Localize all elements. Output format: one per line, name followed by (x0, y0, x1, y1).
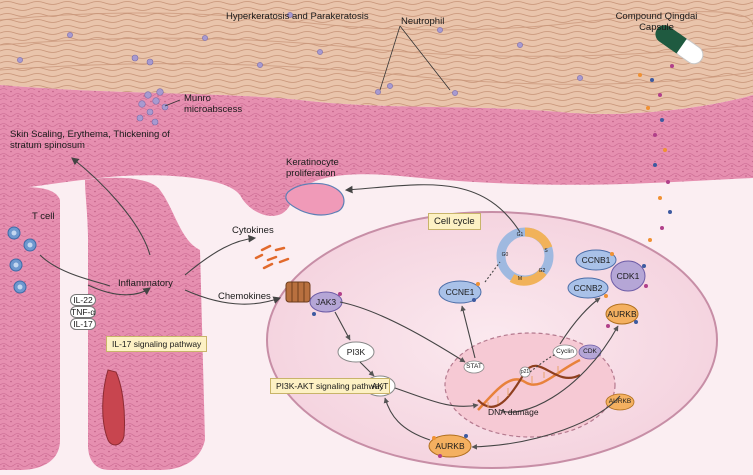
cytokines-label: Cytokines (232, 225, 274, 236)
cdk-label: CDK (583, 348, 597, 355)
il17-pathway-box: IL-17 signaling pathway (106, 336, 208, 352)
ccnb1-label: CCNB1 (581, 255, 611, 265)
akt-label: AKT (371, 381, 389, 391)
munro-label: Munro microabscess (184, 93, 243, 115)
ccne1-node (438, 280, 482, 304)
cell-cycle-wheel (496, 227, 554, 286)
hyperkeratosis-label: Hyperkeratosis and Parakeratosis (226, 11, 369, 22)
phase-g2-label: G2 (538, 268, 546, 274)
pi3k-node (337, 341, 375, 363)
phospho-dots (312, 252, 648, 458)
phase-s-label: S (544, 248, 548, 254)
inflammatory-label: Inflammatory (118, 278, 173, 289)
tnf-pill: TNF-α (70, 306, 96, 318)
receptor-icon (285, 281, 311, 303)
aurkb-bottom-node (428, 434, 472, 458)
dna-damage-label: DNA damage (488, 407, 539, 417)
neutrophil-label: Neutrophil (401, 16, 445, 27)
cdk1-node (610, 260, 646, 292)
chemokines-label: Chemokines (218, 291, 271, 302)
stat-node (463, 360, 485, 374)
cdk1-label: CDK1 (616, 271, 640, 281)
neutrophil-group (17, 12, 583, 96)
ccnb2-label: CCNB2 (573, 283, 603, 293)
aurkb-nucleus-label: AURKB (608, 398, 632, 405)
capsule-icon (655, 25, 704, 65)
cytokine-particles (254, 244, 290, 270)
leader-lines (164, 25, 451, 107)
pathway-arrows (39, 157, 621, 450)
cyclin-label: Cyclin (556, 348, 574, 355)
pi3k-label: PI3K (346, 347, 366, 357)
stat-label: STAT (466, 363, 482, 370)
phase-g1-label: G1 (516, 232, 524, 238)
il22-pill: IL-22 (70, 294, 96, 306)
p21-label: p21 (520, 369, 530, 375)
epidermis (0, 85, 753, 216)
t-cell-label: T cell (32, 211, 55, 222)
blood-vessel (102, 369, 125, 446)
il17-pill: IL-17 (70, 318, 96, 330)
capsule-label: Compound Qingdai Capsule (615, 11, 698, 33)
aurkb-bottom-label: AURKB (435, 441, 465, 451)
cell-cycle-box: Cell cycle (428, 213, 481, 230)
stratum-corneum (0, 0, 753, 115)
aurkb-right-node (605, 303, 639, 325)
ccnb2-node (567, 277, 609, 299)
keratinocyte-label: Keratinocyte proliferation (286, 157, 339, 179)
pi3k-pathway-box: PI3K-AKT signaling pathway (270, 378, 390, 394)
aurkb-nucleus-node (605, 393, 635, 411)
keratinocyte-cluster (285, 182, 345, 216)
phase-m-label: M (517, 276, 523, 282)
cyclin-node (552, 344, 578, 360)
aurkb-right-label: AURKB (607, 309, 637, 319)
ccne1-label: CCNE1 (445, 287, 475, 297)
phase-g0-label: G0 (501, 252, 509, 258)
ccnb1-node (575, 249, 617, 271)
munro-cluster (136, 88, 169, 126)
jak3-label: JAK3 (315, 297, 337, 307)
skin-scaling-label: Skin Scaling, Erythema, Thickening of st… (10, 129, 170, 151)
rete-ridge-left (0, 187, 60, 471)
